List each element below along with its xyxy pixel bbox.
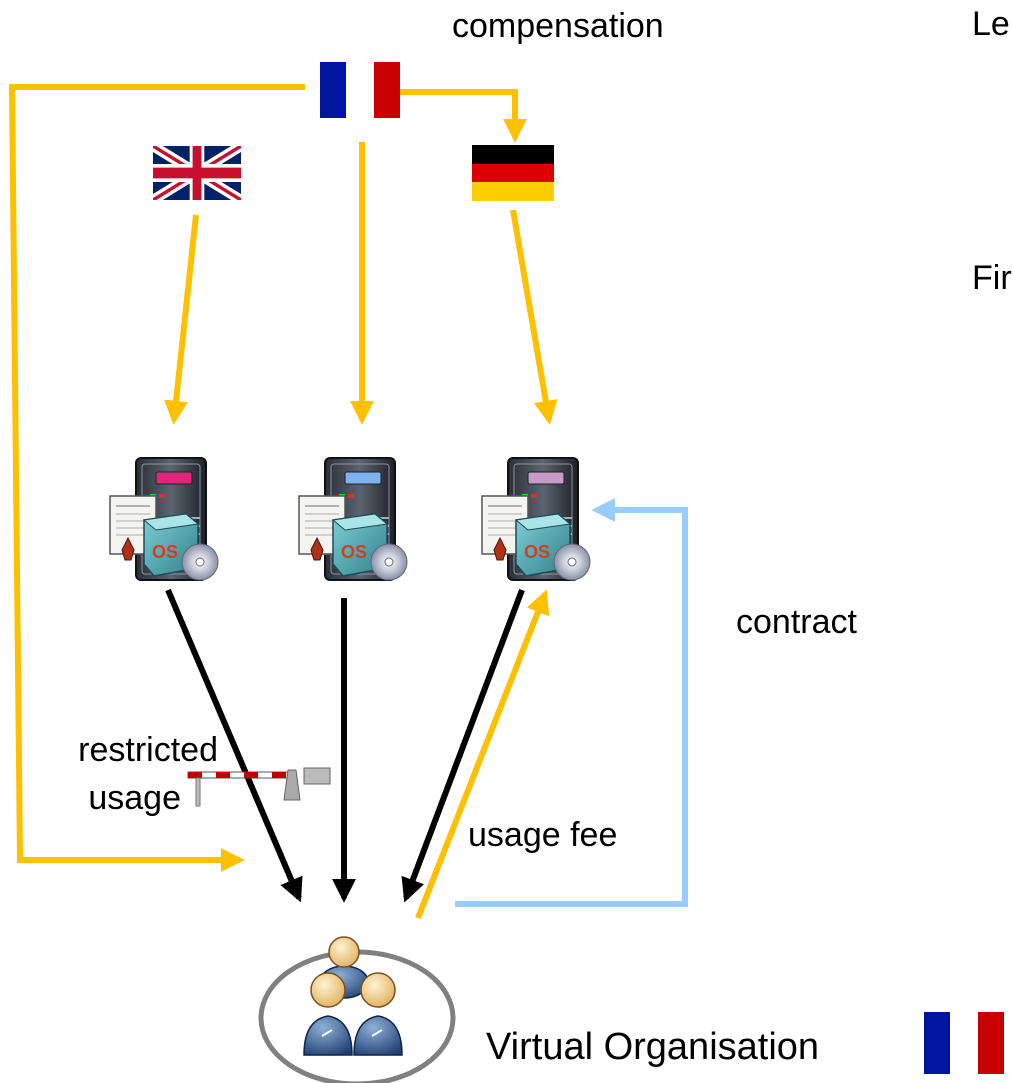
flag-france-icon <box>320 62 400 118</box>
server-lilac-icon <box>481 457 591 581</box>
usage-arrow-left <box>165 588 303 903</box>
flag-france-icon <box>924 1012 1004 1074</box>
contract-label: contract <box>736 603 857 641</box>
barrier-gate-icon <box>187 767 331 807</box>
usage-fee-label: usage fee <box>468 816 618 854</box>
usage-label: usage <box>88 779 181 817</box>
compensation-arrow-to-vo <box>8 84 305 872</box>
compensation-label: compensation <box>452 7 664 45</box>
usage-fee-arrow <box>415 589 550 920</box>
uk-to-server-arrow <box>164 214 199 425</box>
usage-arrow-right <box>401 588 525 903</box>
virtual-organisation-label: Virtual Organisation <box>486 1026 820 1068</box>
server-blue-icon <box>298 457 408 581</box>
contract-arrow <box>455 498 688 907</box>
user-group-icon <box>303 936 403 1056</box>
germany-to-server-arrow <box>510 209 558 425</box>
restricted-label: restricted <box>78 731 218 769</box>
cut-text-fir: Fir <box>972 259 1012 297</box>
cut-text-le: Le <box>972 5 1010 43</box>
server-pink-icon <box>109 457 219 581</box>
compensation-arrow-to-germany <box>400 89 527 143</box>
flag-germany-icon <box>472 145 554 201</box>
flag-uk-icon <box>153 146 241 200</box>
